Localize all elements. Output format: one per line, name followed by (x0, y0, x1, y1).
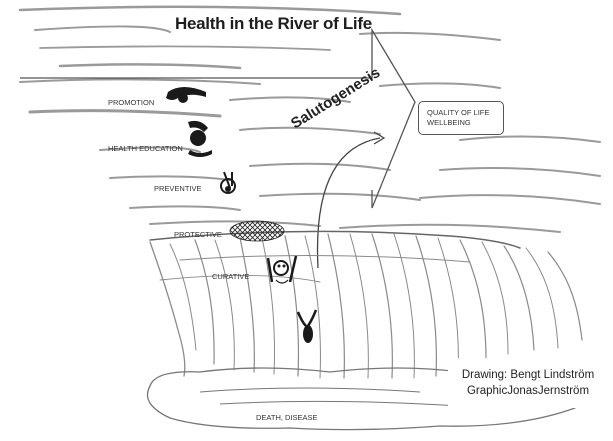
credit-box: Drawing: Bengt Lindström GraphicJonasJer… (448, 358, 608, 408)
credit-drawing: Drawing: Bengt Lindström (448, 367, 608, 383)
promotion-swimmer-icon (166, 87, 206, 103)
quality-of-life-box: QUALITY OF LIFE WELLBEING (418, 101, 504, 135)
promotion-label: PROMOTION (108, 98, 154, 107)
preventive-label: PREVENTIVE (154, 184, 202, 193)
preventive-swimmer-icon (221, 172, 235, 193)
river-arrow (20, 30, 415, 208)
diagram-title: Health in the River of Life (175, 14, 372, 34)
death-disease-label: DEATH, DISEASE (256, 413, 318, 422)
protective-label: PROTECTIVE (174, 230, 222, 239)
quality-of-life-label: QUALITY OF LIFE (427, 108, 503, 118)
falling-person-icon (298, 310, 316, 343)
wellbeing-label: WELLBEING (427, 118, 503, 128)
health-education-label: HEALTH EDUCATION (108, 144, 183, 153)
salutogenesis-arrow (318, 138, 380, 268)
curative-label: CURATIVE (212, 272, 249, 281)
waterfall (150, 231, 582, 378)
credit-graphic: GraphicJonasJernström (448, 383, 608, 399)
protective-net-icon (230, 221, 284, 241)
curative-swimmer-icon (268, 256, 296, 283)
